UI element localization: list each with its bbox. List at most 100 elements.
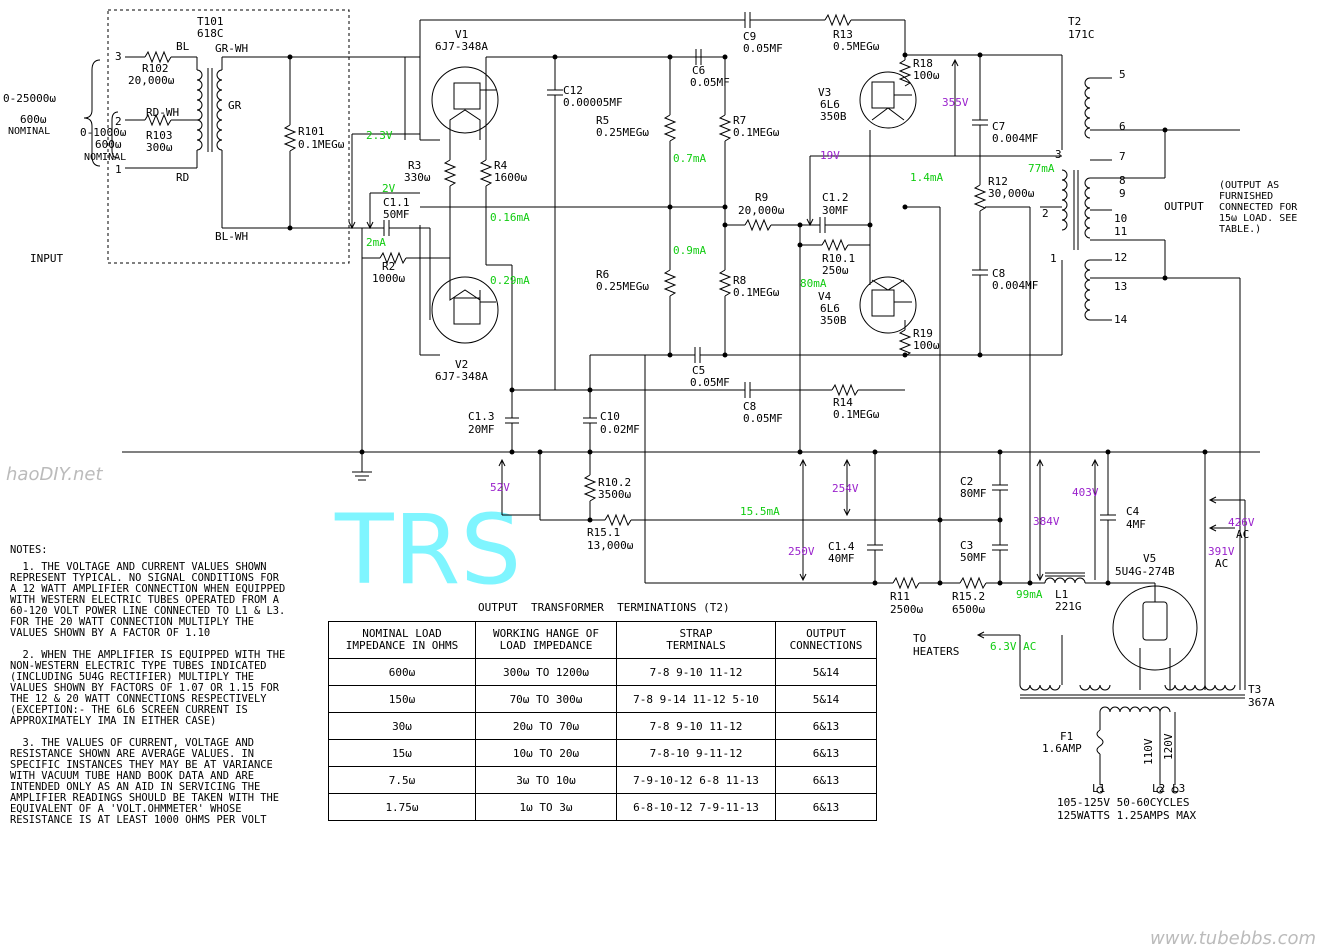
r103-value: 300ω [146, 141, 173, 154]
f1-ref: F1 [1060, 730, 1073, 743]
l1-ref: L1 [1055, 588, 1068, 601]
driver-wiring [361, 56, 725, 520]
cell: 1.75ω [328, 793, 476, 821]
r14-ref: R14 [833, 396, 853, 409]
meas-250v: 250V [788, 545, 815, 558]
c9-ref: C9 [743, 30, 756, 43]
v5-ref: V5 [1143, 552, 1156, 565]
label-110v: 110V [1142, 738, 1155, 765]
notes: NOTES: 1. THE VOLTAGE AND CURRENT VALUES… [10, 545, 330, 837]
meas-0-29ma: 0.29mA [490, 274, 530, 287]
t2-ref: T2 [1068, 15, 1081, 28]
c9-value: 0.05MF [743, 42, 783, 55]
r19-value: 100ω [913, 339, 940, 352]
meas-15-5ma: 15.5mA [740, 505, 780, 518]
to-heaters-1: TO [913, 632, 926, 645]
output-note-4: 15ω LOAD. SEE [1219, 213, 1297, 224]
meas-77ma: 77mA [1028, 162, 1055, 175]
r15-1-value: 13,000ω [587, 539, 634, 552]
v3-ref: V3 [818, 86, 831, 99]
r3-ref: R3 [408, 159, 421, 172]
c10-value: 0.02MF [600, 423, 640, 436]
r18-value: 100ω [913, 69, 940, 82]
v2-tube [431, 276, 499, 344]
z-range-2: 0-1000ω [80, 126, 127, 139]
power-wiring [122, 278, 1260, 785]
v1-ref: V1 [455, 28, 468, 41]
t2-type: 171C [1068, 28, 1095, 41]
c4-value: 4MF [1126, 518, 1146, 531]
c3-value: 50MF [960, 551, 987, 564]
c1-3-ref: C1.3 [468, 410, 495, 423]
nominal-2: NOMINAL [84, 152, 126, 163]
meas-80ma: 80mA [800, 277, 827, 290]
r101-ref: R101 [298, 125, 325, 138]
v1-tube [431, 66, 499, 140]
t2-pin-9: 9 [1119, 187, 1126, 200]
t2-pin-14: 14 [1114, 313, 1128, 326]
l1-value: 221G [1055, 600, 1082, 613]
cell: 10ω TO 20ω [475, 739, 617, 767]
r4-ref: R4 [494, 159, 508, 172]
r5-ref: R5 [596, 114, 609, 127]
table-row: 1.75ω 1ω TO 3ω 6-8-10-12 7-9-11-13 6&13 [328, 793, 877, 821]
c12-value: 0.00005MF [563, 96, 623, 109]
cell: 150ω [328, 685, 476, 713]
v2-ref: V2 [455, 358, 468, 371]
output-wiring [859, 20, 1240, 583]
mains-l1: L1 [1092, 782, 1105, 795]
note-3: 3. THE VALUES OF CURRENT, VOLTAGE AND RE… [10, 737, 279, 826]
cell: 1ω TO 3ω [475, 793, 617, 821]
r13-ref: R13 [833, 28, 853, 41]
r3-value: 330ω [404, 171, 431, 184]
cell: 6&13 [775, 766, 877, 794]
r12-value: 30,000ω [988, 187, 1035, 200]
v1-type: 6J7-348A [435, 40, 488, 53]
c8-ref: C8 [992, 267, 1005, 280]
c1-1-value: 50MF [383, 208, 410, 221]
t2-pin-12: 12 [1114, 251, 1127, 264]
t101-pin-2: 2 [115, 115, 122, 128]
r102-value: 20,000ω [128, 74, 175, 87]
ac-label-2: AC [1236, 528, 1249, 541]
v3-type2: 350B [820, 110, 847, 123]
lead-gr: GR [228, 99, 242, 112]
v2-type: 6J7-348A [435, 370, 488, 383]
meas-0-16ma: 0.16mA [490, 211, 530, 224]
r10-1-value: 250ω [822, 264, 849, 277]
r15-2-value: 6500ω [952, 603, 985, 616]
watermark-haodiy: haoDIY.net [6, 464, 103, 485]
r10-2-value: 3500ω [598, 488, 631, 501]
r7-value: 0.1MEGω [733, 126, 780, 139]
table-row: 30ω 20ω TO 70ω 7-8 9-10 11-12 6&13 [328, 712, 877, 740]
r8-value: 0.1MEGω [733, 286, 780, 299]
meas-99ma: 99mA [1016, 588, 1043, 601]
r11-ref: R11 [890, 590, 910, 603]
r12-ref: R12 [988, 175, 1008, 188]
c6-value: 0.05MF [690, 76, 730, 89]
table-row: 15ω 10ω TO 20ω 7-8-10 9-11-12 6&13 [328, 739, 877, 767]
c8b-ref: C8 [743, 400, 756, 413]
r14-value: 0.1MEGω [833, 408, 880, 421]
c7-ref: C7 [992, 120, 1005, 133]
table-title: OUTPUT TRANSFORMER TERMINATIONS (T2) [478, 601, 730, 614]
t2-pin-3: 3 [1055, 148, 1062, 161]
v3-type: 6L6 [820, 98, 840, 111]
lead-bl-wh: BL-WH [215, 230, 248, 243]
meas-52v: 52V [490, 481, 510, 494]
meas-0-7ma: 0.7mA [673, 152, 706, 165]
t2-pin-7: 7 [1119, 150, 1126, 163]
z-nominal-1: 600ω [20, 113, 47, 126]
meas-2ma: 2mA [366, 236, 386, 249]
note-2: 2. WHEN THE AMPLIFIER IS EQUIPPED WITH T… [10, 649, 286, 727]
cell: 7-8 9-14 11-12 5-10 [616, 685, 776, 713]
meas-6-3v-ac: 6.3V AC [990, 640, 1036, 653]
lead-gr-wh: GR-WH [215, 42, 248, 55]
v4-type2: 350B [820, 314, 847, 327]
r7-ref: R7 [733, 114, 746, 127]
mains-spec-1: 105-125V 50-60CYCLES [1057, 796, 1189, 809]
r4-value: 1600ω [494, 171, 527, 184]
